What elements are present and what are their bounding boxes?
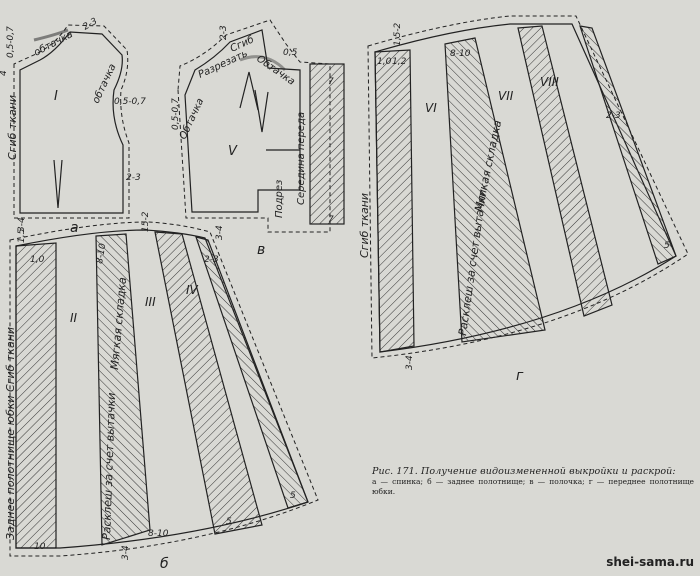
pattern-b-measure-2: 1,0 — [30, 255, 45, 265]
pattern-v-front — [177, 19, 345, 233]
pattern-v-letter: в — [257, 242, 265, 258]
pattern-a-facing-1: обтачка — [32, 28, 75, 58]
pattern-b-fold-label: Заднее полотнище юбки Сгиб ткани — [4, 327, 17, 540]
pattern-g-letter: г — [516, 368, 524, 384]
pattern-v-piece-number: V — [228, 144, 238, 159]
pattern-b-measure-9: 10 — [34, 542, 46, 552]
pattern-g-measure-6: 5 — [664, 241, 670, 251]
pattern-a-measure-5: 3-4 — [17, 217, 27, 232]
pattern-v-measure-6: 7 — [328, 215, 334, 225]
pattern-b-measure-6: 5 — [290, 491, 296, 501]
pattern-v-measure-3: 0,5-0,7 — [171, 98, 181, 130]
pattern-a-measure-1: 2-3 — [82, 16, 100, 32]
pattern-b-measure-1: 1,5 — [17, 228, 27, 243]
pattern-b-measure-8: 8-10 — [148, 529, 169, 539]
pattern-b-panel-4: IV — [186, 283, 199, 297]
pattern-a-fold-label: Сгиб ткани — [6, 95, 19, 160]
pattern-b-flare-label: Расклеш за счет вытачки — [100, 392, 118, 540]
pattern-g-measure-2: 1,0 — [377, 57, 392, 67]
pattern-b-measure-10: 3-4 — [121, 545, 131, 560]
pattern-b-measure-4: 8-10 — [95, 242, 108, 264]
caption-legend: а — спинка; б — заднее полотнище; в — по… — [372, 477, 694, 496]
pattern-a-back — [13, 24, 130, 219]
pattern-v-facing-label-2: Обтачка — [177, 96, 207, 141]
pattern-b-skirt-back — [9, 221, 319, 557]
pattern-v-center-front-label: Середина переда — [296, 112, 307, 205]
pattern-v-measure-2: 0,5 — [283, 48, 298, 58]
figure-caption: Рис. 171. Получение видоизмененной выкро… — [372, 466, 694, 497]
pattern-a-measure-4: 2-3 — [126, 173, 141, 183]
pattern-g-measure-4: 8-10 — [450, 49, 471, 59]
pattern-v-measure-1: 2-3 — [219, 25, 229, 40]
pattern-g-fold-label: Сгиб ткани — [358, 193, 371, 258]
pattern-a-piece-number: I — [54, 89, 58, 104]
pattern-g-measure-3: 1,2 — [392, 57, 407, 67]
site-watermark[interactable]: shei-sama.ru — [606, 555, 694, 569]
pattern-b-panel-2: II — [70, 311, 78, 325]
caption-title: Рис. 171. Получение видоизмененной выкро… — [372, 466, 676, 477]
pattern-v-measure-5: 7 — [328, 77, 334, 87]
pattern-g-panel-7: VII — [498, 89, 514, 103]
pattern-a-measure-2: 0,5-0,7 — [6, 26, 16, 58]
pattern-g-measure-1: 1,5-2 — [393, 22, 403, 46]
pattern-a-measure-3: 0,5-0,7 — [114, 97, 146, 107]
pattern-b-letter: б — [160, 556, 169, 572]
pattern-v-measure-4: 3-4 — [215, 225, 225, 240]
pattern-a-side-mark: 4 — [0, 70, 9, 76]
pattern-v-undercut-label: Подрез — [274, 180, 285, 218]
pattern-b-measure-7: 5 — [226, 517, 232, 527]
pattern-b-panel-3: III — [145, 295, 156, 309]
pattern-b-measure-3: 15-2 — [141, 211, 151, 232]
pattern-g-panel-6: VI — [425, 101, 437, 115]
pattern-b-measure-5: 2-3 — [204, 255, 219, 265]
pattern-g-skirt-front — [367, 15, 689, 359]
pattern-g-measure-5: 2-3 — [606, 111, 621, 121]
pattern-g-measure-7: 3-4 — [405, 355, 415, 370]
pattern-g-panel-8: VIII — [540, 75, 559, 89]
